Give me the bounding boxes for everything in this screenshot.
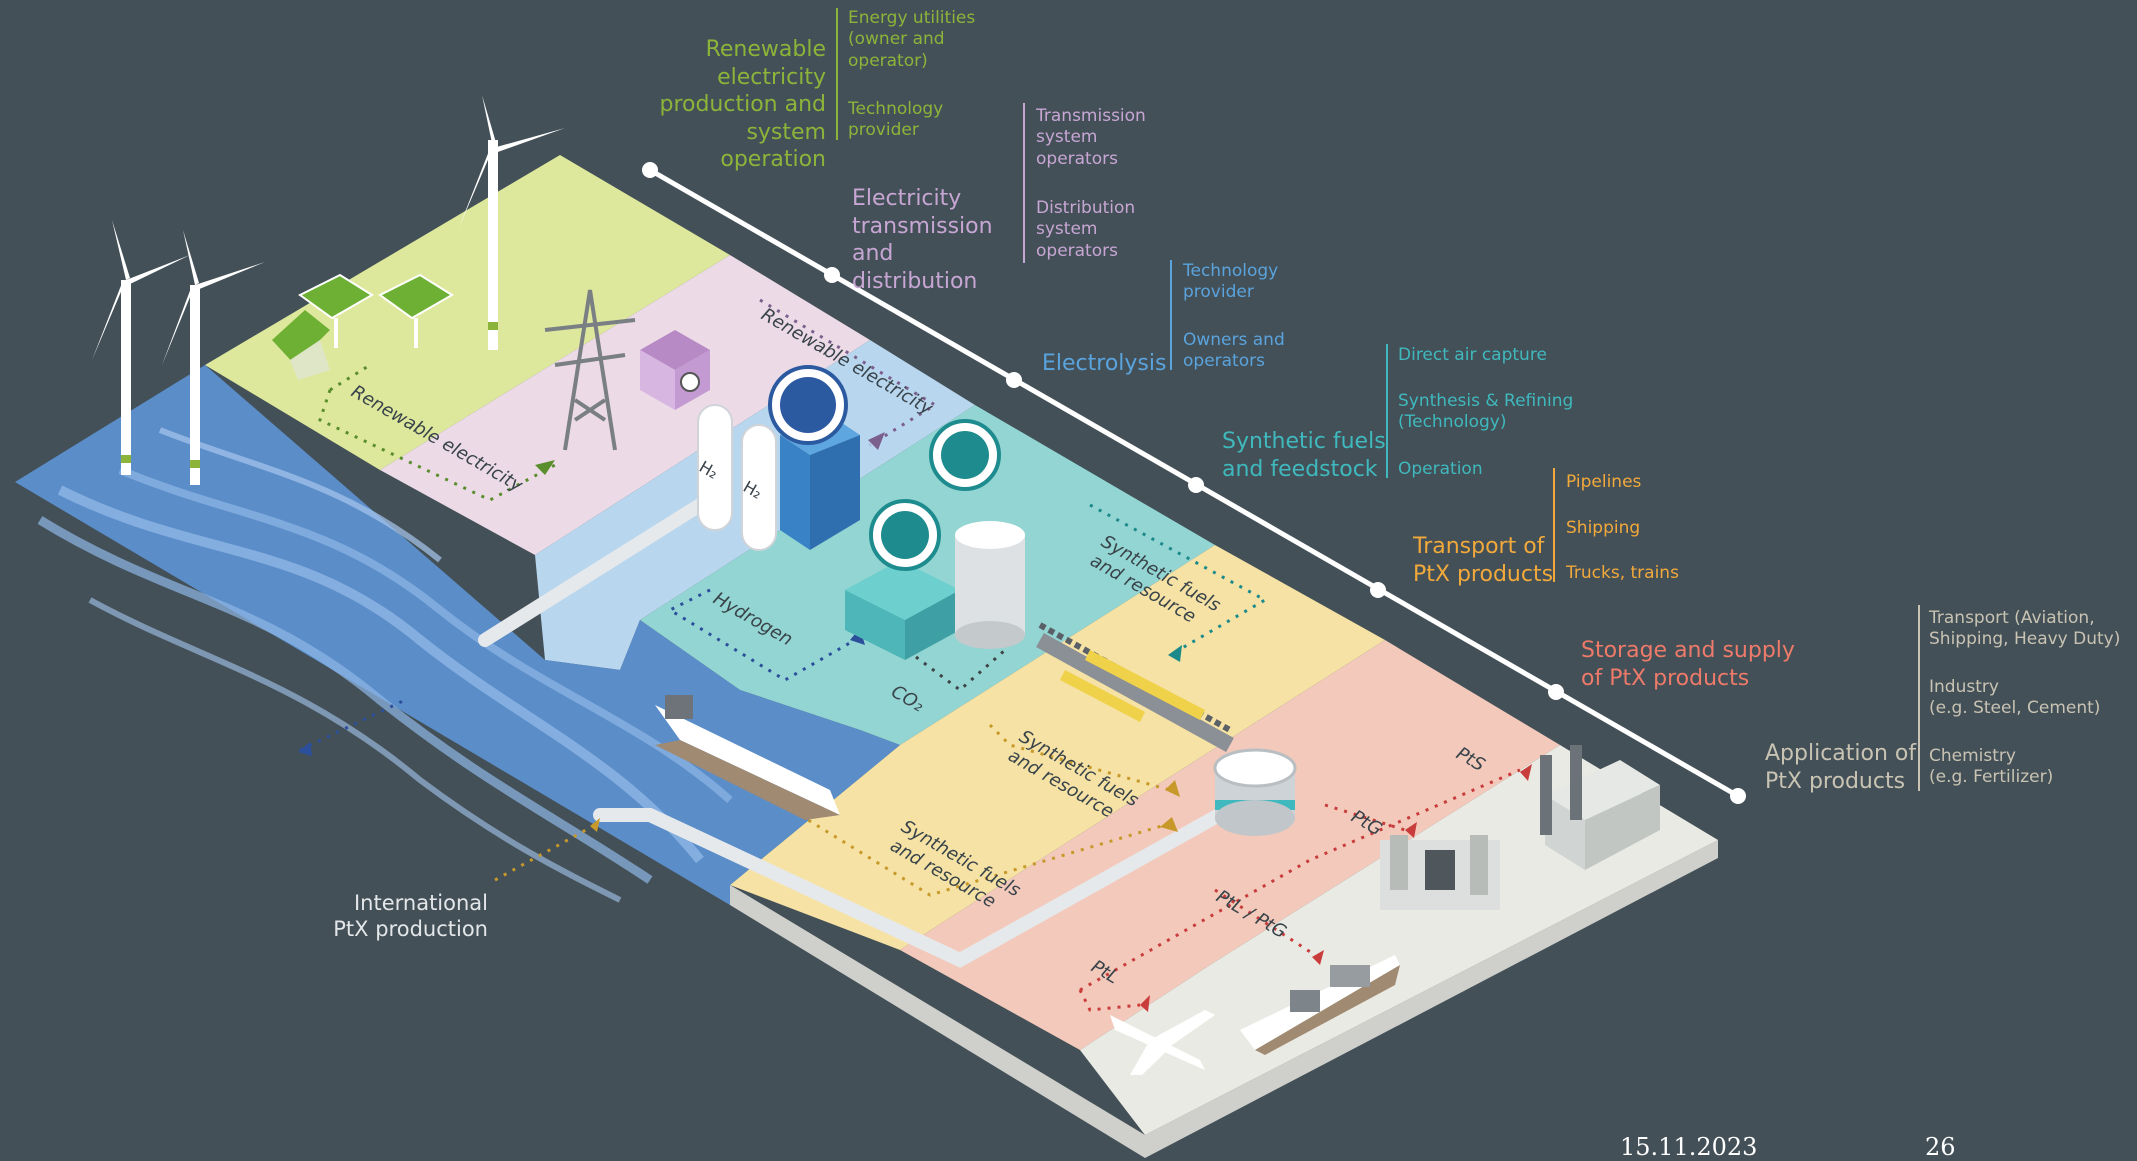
stage-electrolysis-actor-2: Owners and operators xyxy=(1183,330,1285,372)
solar-panel-icon xyxy=(298,273,454,348)
platform-side xyxy=(730,840,1718,1158)
zone-storage xyxy=(900,640,1560,1050)
wind-turbine-icon xyxy=(92,95,565,485)
stage-transport-actor-2: Shipping xyxy=(1566,518,1641,538)
electrolyser-icon xyxy=(768,365,860,550)
substation-icon xyxy=(640,330,710,410)
synthesis-plant-icon xyxy=(845,419,1025,660)
node-renewable xyxy=(642,162,658,178)
refinery-icon xyxy=(1380,835,1500,910)
node-electrolysis xyxy=(1006,372,1022,388)
stage-transmission-title: Electricity transmission and distributio… xyxy=(852,186,993,294)
zone-transport xyxy=(730,545,1385,950)
stage-application-actor-2: Industry (e.g. Steel, Cement) xyxy=(1929,677,2101,719)
footer-date: 15.11.2023 xyxy=(1620,1133,1758,1161)
storage-tank-icon xyxy=(1213,748,1297,836)
stage-storage-title: Storage and supply of PtX products xyxy=(1581,638,1795,691)
stage-synthetic-actor-2: Synthesis & Refining (Technology) xyxy=(1398,391,1574,433)
value-chain-nodes xyxy=(642,162,1746,804)
node-storage xyxy=(1548,684,1564,700)
stage-renewable-title: Renewable electricity production and sys… xyxy=(659,37,826,172)
stage-transport-actor-1: Pipelines xyxy=(1566,472,1642,492)
stage-application-divider xyxy=(1918,605,1920,791)
stage-application-title: Application of PtX products xyxy=(1765,741,1917,794)
stage-synthetic-title: Synthetic fuels and feedstock xyxy=(1222,429,1386,482)
stage-transmission-actor-2: Distribution system operators xyxy=(1036,198,1136,261)
node-application xyxy=(1730,788,1746,804)
stage-synthetic-actor-3: Operation xyxy=(1398,459,1483,479)
factory-icon xyxy=(1540,745,1660,870)
stage-transmission-divider xyxy=(1023,103,1025,263)
node-synthetic xyxy=(1188,477,1204,493)
stage-electrolysis-divider xyxy=(1170,260,1172,370)
stage-electrolysis-title: Electrolysis xyxy=(1042,351,1167,376)
stage-electrolysis-actor-1: Technology provider xyxy=(1183,261,1279,303)
zone-transmission xyxy=(380,255,870,555)
tanker-ship-icon xyxy=(655,695,840,820)
stage-transport-actor-3: Trucks, trains xyxy=(1566,563,1679,583)
stage-renewable-divider xyxy=(836,8,838,140)
airplane-icon xyxy=(1110,1010,1215,1075)
hydrogen-tank-icon xyxy=(697,404,777,551)
footer-page-number: 26 xyxy=(1925,1133,1956,1161)
hydro-plant-icon xyxy=(272,310,330,380)
stage-renewable-actor-2: Technology provider xyxy=(848,99,944,141)
sea xyxy=(15,365,900,905)
power-pylon-icon xyxy=(544,289,636,451)
container-ship-icon xyxy=(1240,955,1400,1055)
node-transport xyxy=(1370,582,1386,598)
stage-synthetic-actor-1: Direct air capture xyxy=(1398,345,1547,365)
stage-transport-divider xyxy=(1553,468,1555,582)
train-icon xyxy=(1060,650,1205,722)
node-transmission xyxy=(824,267,840,283)
stage-transmission-actor-1: Transmission system operators xyxy=(1036,106,1146,169)
stage-renewable-actor-1: Energy utilities (owner and operator) xyxy=(848,8,976,71)
stage-transport-title: Transport of PtX products xyxy=(1413,534,1554,587)
stage-application-actor-1: Transport (Aviation, Shipping, Heavy Dut… xyxy=(1929,608,2121,650)
flow-arrowheads xyxy=(298,432,1532,1012)
stage-synthetic-divider xyxy=(1386,344,1388,478)
stage-application-actor-3: Chemistry (e.g. Fertilizer) xyxy=(1929,746,2054,788)
zone-renewable xyxy=(205,155,730,470)
international-ptx-label: International PtX production xyxy=(333,891,488,942)
